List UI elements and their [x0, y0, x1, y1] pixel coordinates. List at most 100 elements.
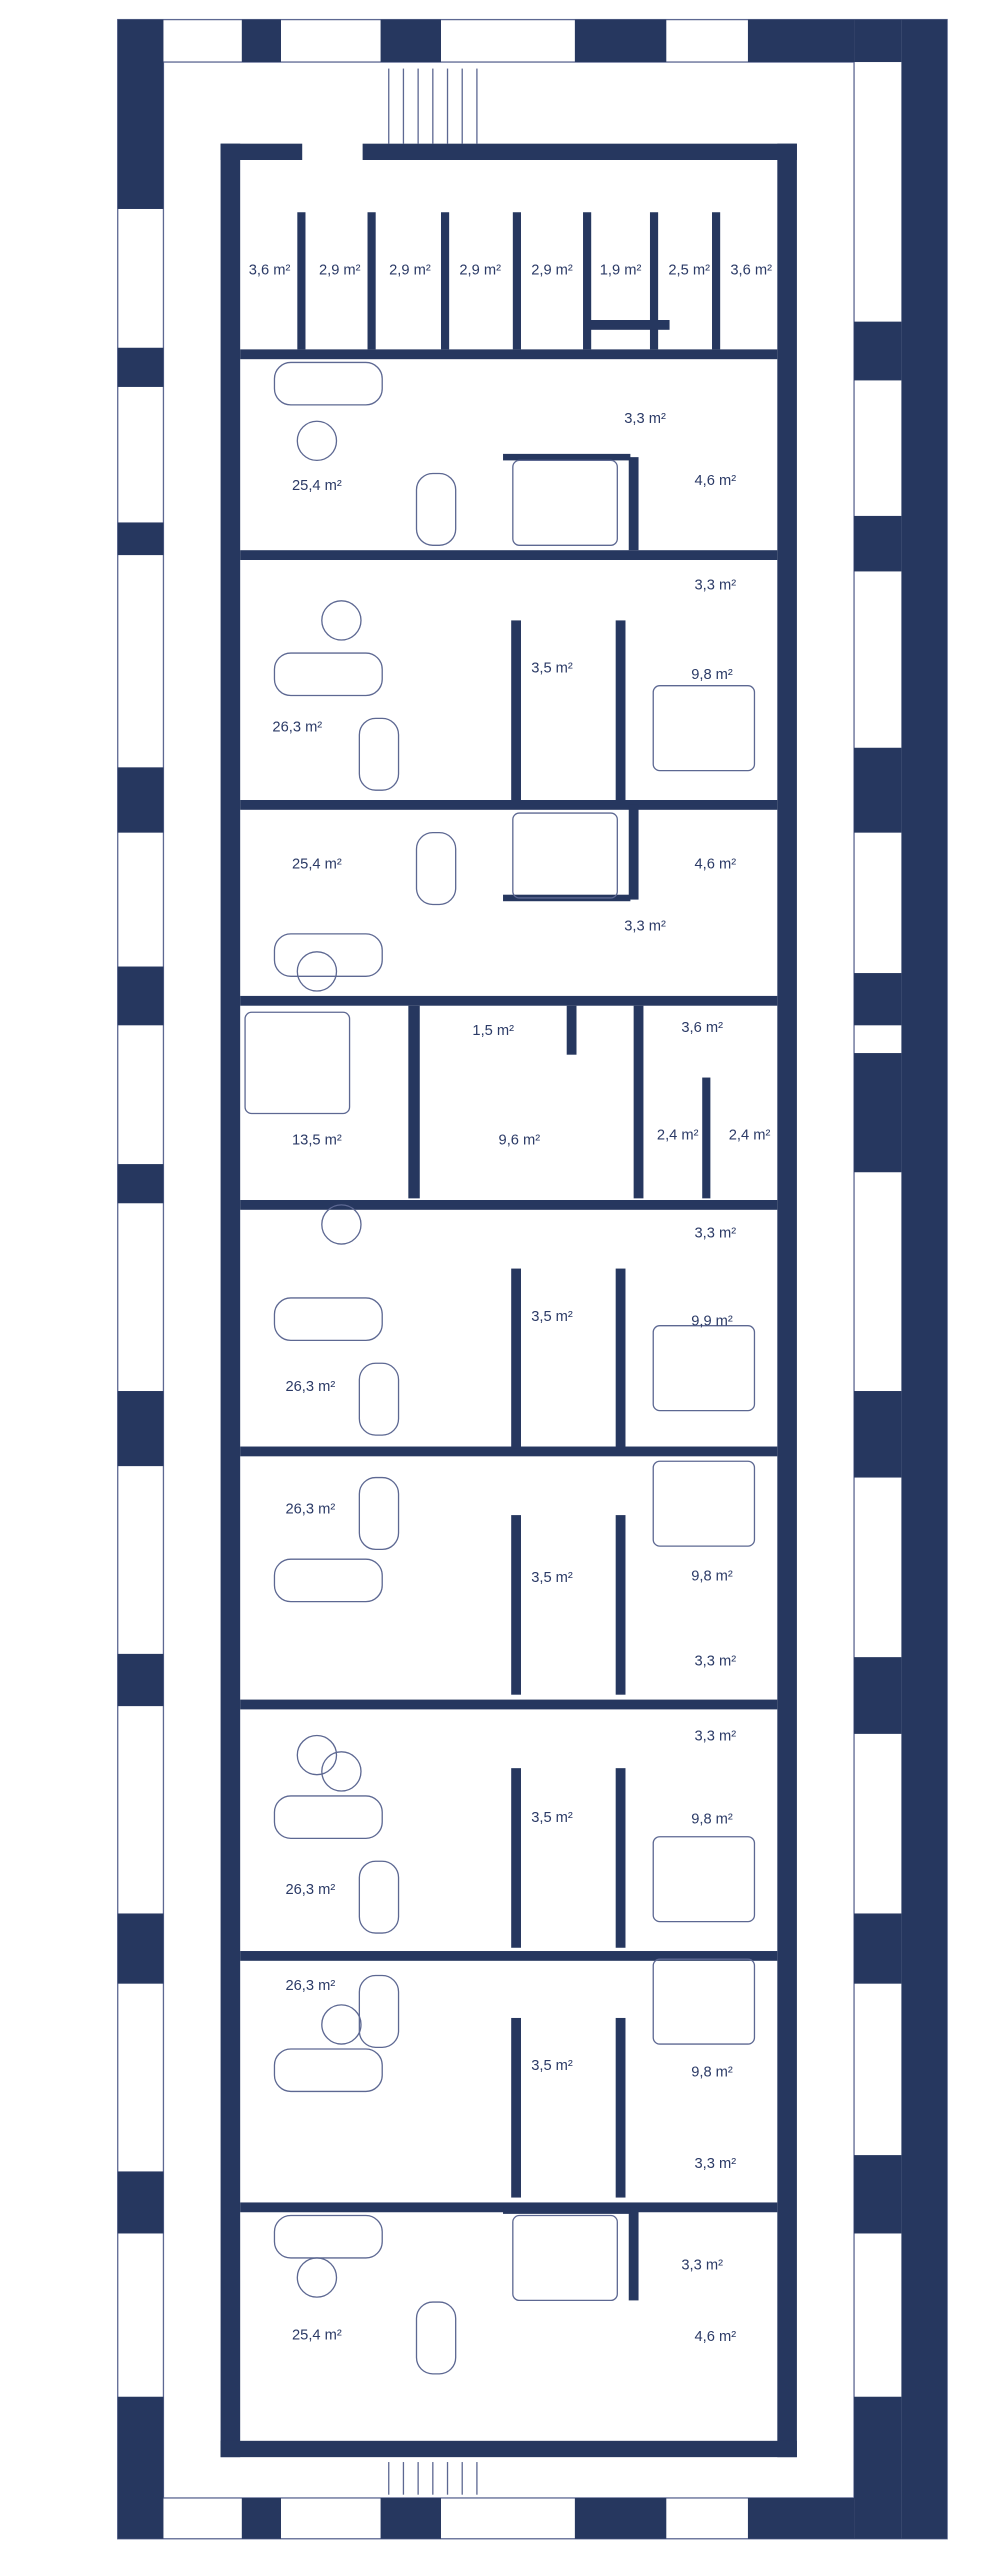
apartment-divider: [240, 1446, 778, 1457]
column: [241, 19, 281, 63]
room-area-label: 3,3 m²: [624, 411, 666, 427]
room-area-label: 3,6 m²: [249, 262, 291, 278]
column: [854, 321, 902, 381]
dining-table: [415, 2301, 457, 2375]
room-area-label: 3,3 m²: [694, 1226, 736, 1242]
round-table: [296, 951, 338, 992]
column: [747, 19, 855, 63]
room-area-label: 4,6 m²: [694, 857, 736, 873]
room-area-label: 3,5 m²: [531, 1810, 573, 1826]
column: [117, 19, 164, 209]
dining-table: [358, 1476, 400, 1551]
interior-wall: [615, 2017, 626, 2198]
room-area-label: 3,5 m²: [531, 1570, 573, 1586]
sofa: [273, 2214, 383, 2259]
storage-partition: [367, 212, 376, 350]
column: [117, 1391, 164, 1467]
south-wall: [220, 2440, 797, 2458]
room-area-label: 3,3 m²: [624, 919, 666, 935]
column: [574, 2497, 667, 2539]
storage-partition: [587, 320, 670, 330]
room-area-label: 13,5 m²: [292, 1132, 342, 1148]
sofa: [273, 361, 383, 406]
round-table: [321, 600, 362, 641]
column: [854, 973, 902, 1026]
sofa: [273, 933, 383, 977]
east-wall: [777, 143, 797, 2458]
room-area-label: 9,6 m²: [499, 1132, 541, 1148]
room-area-label: 4,6 m²: [694, 2329, 736, 2345]
room-area-label: 25,4 m²: [292, 857, 342, 873]
room-area-label: 26,3 m²: [285, 1882, 335, 1898]
room-area-label: 9,9 m²: [691, 1314, 733, 1330]
room-area-label: 4,6 m²: [694, 473, 736, 489]
north-wall: [220, 143, 303, 160]
storage-partition: [512, 212, 521, 350]
room-area-label: 3,3 m²: [694, 1653, 736, 1669]
room-area-label: 2,9 m²: [459, 262, 501, 278]
room-area-label: 9,8 m²: [691, 2065, 733, 2081]
room-area-label: 26,3 m²: [272, 719, 322, 735]
round-table: [296, 1734, 338, 1776]
interior-wall: [628, 2207, 639, 2301]
column: [117, 1164, 164, 1204]
interior-wall: [511, 2017, 521, 2198]
room-area-label: 2,5 m²: [668, 262, 710, 278]
apartment-divider: [240, 1951, 778, 1961]
interior-wall: [511, 1768, 521, 1948]
interior-wall: [408, 1005, 420, 1199]
apartment-divider: [240, 349, 778, 360]
room-area-label: 3,5 m²: [531, 1309, 573, 1325]
outer-frame: [117, 18, 948, 2540]
dining-table: [415, 832, 457, 906]
furniture: [244, 361, 756, 2375]
sofa: [273, 1297, 383, 1342]
north-wall: [362, 143, 797, 160]
round-table: [296, 420, 338, 462]
sofa: [273, 1558, 383, 1603]
column: [380, 2497, 441, 2539]
interior-wall: [615, 1515, 626, 1695]
bed: [652, 685, 756, 772]
room-area-label: 2,9 m²: [319, 262, 361, 278]
apartment-divider: [240, 995, 778, 1006]
room-area-label: 26,3 m²: [285, 1978, 335, 1994]
room-area-label: 26,3 m²: [285, 1379, 335, 1395]
west-wall: [220, 143, 241, 2458]
column: [854, 2155, 902, 2234]
outer-gallery: [117, 18, 948, 2540]
column: [117, 2396, 164, 2539]
column: [574, 19, 667, 63]
interior-wall: [503, 2207, 631, 2214]
sofa: [273, 652, 383, 697]
storage-partition: [649, 212, 659, 350]
room-area-label: 1,5 m²: [472, 1023, 514, 1039]
bed: [652, 1460, 756, 1547]
room-area-label: 3,3 m²: [694, 577, 736, 593]
interior-wall: [633, 1005, 644, 1199]
round-table: [296, 2257, 338, 2298]
column: [117, 1653, 164, 1707]
storage-partition: [712, 212, 721, 350]
room-area-label: 26,3 m²: [285, 1501, 335, 1517]
dining-table: [358, 717, 400, 791]
interior-wall: [628, 804, 639, 900]
room-area-label: 9,8 m²: [691, 1812, 733, 1828]
room-area-label: 2,9 m²: [531, 262, 573, 278]
column: [747, 2497, 855, 2539]
apartment-divider: [240, 1699, 778, 1710]
room-area-label: 3,3 m²: [694, 2156, 736, 2172]
bed: [652, 1836, 756, 1923]
apartment-divider: [240, 800, 778, 810]
storage-partition: [440, 212, 450, 350]
dining-table: [358, 1974, 400, 2048]
apartment-divider: [240, 550, 778, 560]
column: [854, 515, 902, 572]
room-area-label: 9,8 m²: [691, 667, 733, 683]
room-area-label: 9,8 m²: [691, 1568, 733, 1584]
interior-wall: [628, 457, 639, 551]
interior-wall: [615, 620, 626, 800]
dining-table: [415, 472, 457, 546]
storage-partition: [297, 212, 306, 350]
